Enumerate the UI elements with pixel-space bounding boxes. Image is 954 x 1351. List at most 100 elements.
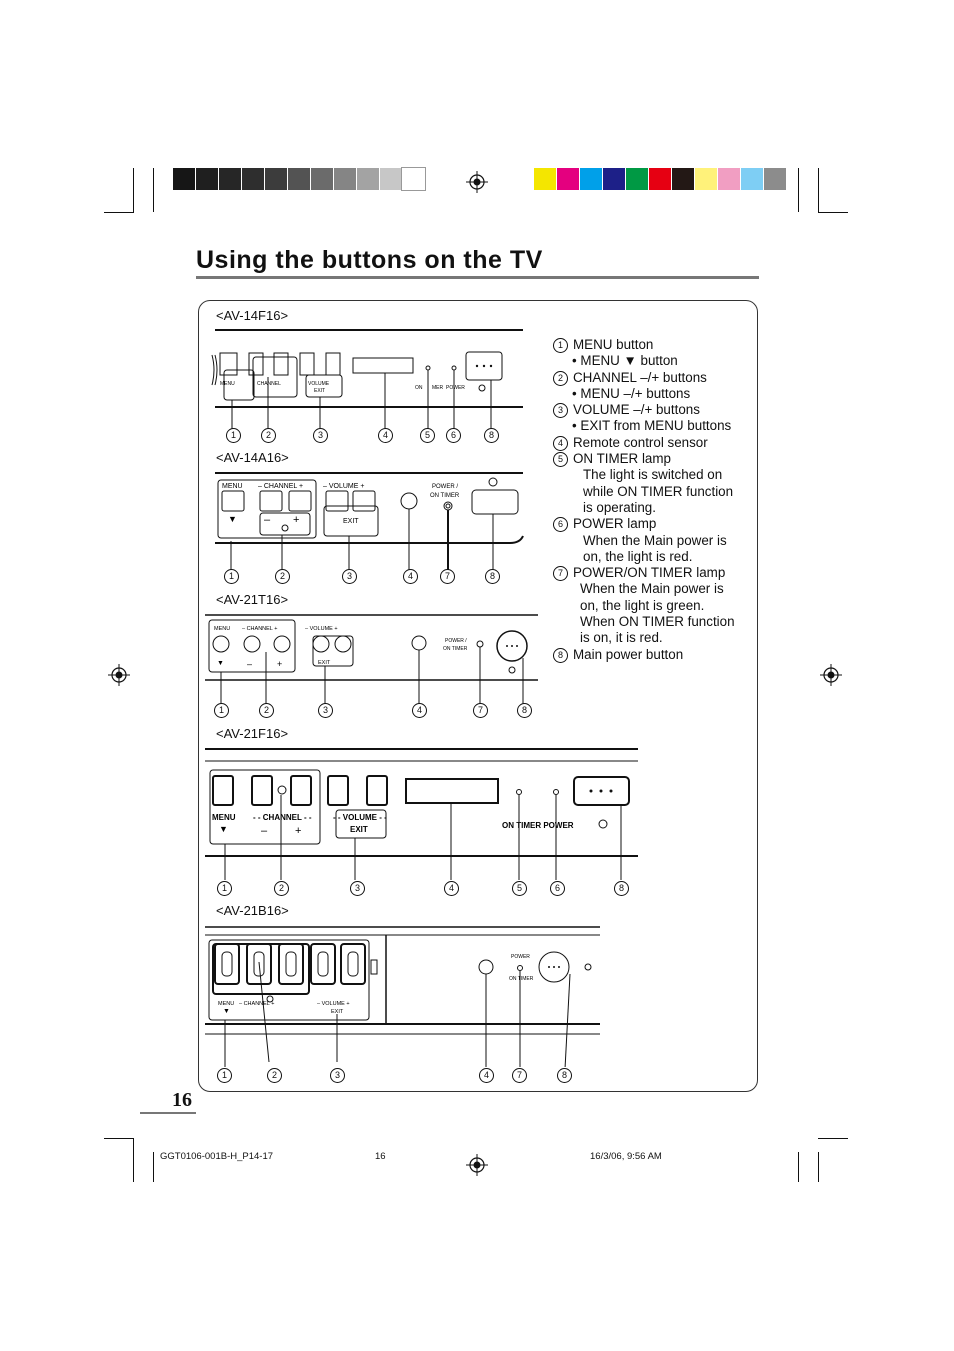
svg-text:MENU: MENU: [212, 813, 236, 822]
callout-3: 3: [313, 428, 328, 443]
legend-number: 5: [553, 452, 568, 468]
legend-text: POWER/ON TIMER lamp: [573, 565, 726, 581]
svg-text:POWER: POWER: [446, 385, 465, 391]
legend-text: The light is switched on: [583, 467, 723, 483]
callout-8: 8: [517, 703, 532, 718]
legend-text: • EXIT from MENU buttons: [572, 418, 732, 434]
callout-8: 8: [484, 428, 499, 443]
registration-mark-bottom: [466, 1154, 488, 1176]
callout-3: 3: [350, 881, 365, 896]
svg-text:+: +: [295, 825, 301, 837]
callout-3: 3: [330, 1068, 345, 1083]
gray-swatch: [241, 168, 264, 190]
svg-text:MENU: MENU: [214, 626, 230, 632]
svg-text:EXIT: EXIT: [318, 660, 331, 666]
footer-date: 16/3/06, 9:56 AM: [590, 1151, 662, 1162]
legend-item: 8 Main power button: [553, 647, 753, 663]
svg-text:CHANNEL: CHANNEL: [257, 381, 281, 387]
legend-text: while ON TIMER function: [583, 483, 734, 499]
svg-text:▼: ▼: [228, 514, 237, 524]
legend-text: Main power button: [573, 646, 684, 662]
callout-1: 1: [217, 881, 232, 896]
color-swatch: [740, 168, 763, 190]
legend-item: while ON TIMER function: [553, 484, 753, 500]
color-swatch: [717, 168, 740, 190]
legend-item: • MENU –/+ buttons: [553, 386, 753, 402]
legend-number: 4: [553, 435, 568, 451]
legend-text: • MENU ▼ button: [572, 353, 678, 369]
legend-number: 1: [553, 338, 568, 353]
diagram-av-14a16: MENU – CHANNEL + – VOLUME + EXIT POWER /…: [215, 472, 524, 570]
gray-swatch: [379, 168, 402, 190]
callout-8: 8: [485, 569, 500, 584]
legend-text: When the Main power is: [583, 532, 727, 548]
legend-number: 7: [553, 566, 568, 582]
callout-1: 1: [224, 569, 239, 584]
legend-text: • MENU –/+ buttons: [572, 385, 691, 401]
svg-text:▼: ▼: [217, 660, 224, 667]
legend-item: When the Main power is: [553, 581, 753, 597]
svg-text:EXIT: EXIT: [350, 825, 368, 834]
legend-number: 3: [553, 403, 568, 419]
callout-2: 2: [259, 703, 274, 718]
callout-5: 5: [512, 881, 527, 896]
svg-text:–: –: [264, 514, 271, 526]
svg-text:ON TIMER: ON TIMER: [443, 646, 468, 652]
legend-text: is on, it is red.: [580, 630, 663, 646]
color-swatch: [602, 168, 625, 190]
callout-8: 8: [557, 1068, 572, 1083]
svg-text:EXIT: EXIT: [314, 388, 325, 394]
legend-item: When ON TIMER function: [553, 614, 753, 630]
svg-text:– VOLUME +: – VOLUME +: [305, 626, 338, 632]
svg-text:ON TIMER: ON TIMER: [509, 976, 534, 982]
svg-text:EXIT: EXIT: [343, 518, 359, 525]
legend-number: 2: [553, 370, 568, 386]
legend-text: When the Main power is: [580, 581, 724, 597]
callout-2: 2: [274, 881, 289, 896]
callout-7: 7: [473, 703, 488, 718]
legend-item: • EXIT from MENU buttons: [553, 418, 753, 434]
page-number-rule: [140, 1112, 196, 1114]
registration-mark-top: [466, 171, 488, 193]
svg-text:– VOLUME +: – VOLUME +: [323, 483, 364, 490]
gray-swatch: [333, 168, 356, 190]
callout-2: 2: [275, 569, 290, 584]
svg-text:– CHANNEL +: – CHANNEL +: [239, 1001, 274, 1007]
svg-text:+: +: [293, 514, 299, 526]
footer-page: 16: [375, 1151, 386, 1162]
color-swatch: [648, 168, 671, 190]
gray-swatch: [287, 168, 310, 190]
color-swatch: [579, 168, 602, 190]
legend-item: When the Main power is: [553, 533, 753, 549]
callout-2: 2: [261, 428, 276, 443]
gray-calibration-bar: [172, 167, 426, 191]
gray-swatch: [401, 167, 426, 191]
color-swatch: [556, 168, 579, 190]
footer-file: GGT0106-001B-H_P14-17: [160, 1151, 274, 1162]
callout-6: 6: [446, 428, 461, 443]
legend-text: MENU button: [573, 337, 654, 352]
legend-item: is operating.: [553, 500, 753, 516]
callout-4: 4: [479, 1068, 494, 1083]
callout-5: 5: [420, 428, 435, 443]
legend-number: 8: [553, 647, 568, 663]
legend-item: 1 MENU button: [553, 337, 753, 353]
callout-6: 6: [550, 881, 565, 896]
callout-4: 4: [378, 428, 393, 443]
svg-text:▼: ▼: [219, 824, 228, 834]
svg-text:+: +: [277, 659, 282, 669]
callout-1: 1: [217, 1068, 232, 1083]
callout-3: 3: [318, 703, 333, 718]
svg-text:–: –: [261, 825, 268, 837]
svg-text:– CHANNEL +: – CHANNEL +: [258, 483, 303, 490]
svg-text:EXIT: EXIT: [331, 1009, 344, 1015]
svg-text:POWER: POWER: [511, 954, 530, 960]
callout-4: 4: [412, 703, 427, 718]
color-swatch: [763, 168, 786, 190]
svg-text:ON: ON: [415, 385, 423, 391]
svg-text:MENU: MENU: [220, 381, 235, 387]
color-swatch: [694, 168, 717, 190]
callout-8: 8: [614, 881, 629, 896]
